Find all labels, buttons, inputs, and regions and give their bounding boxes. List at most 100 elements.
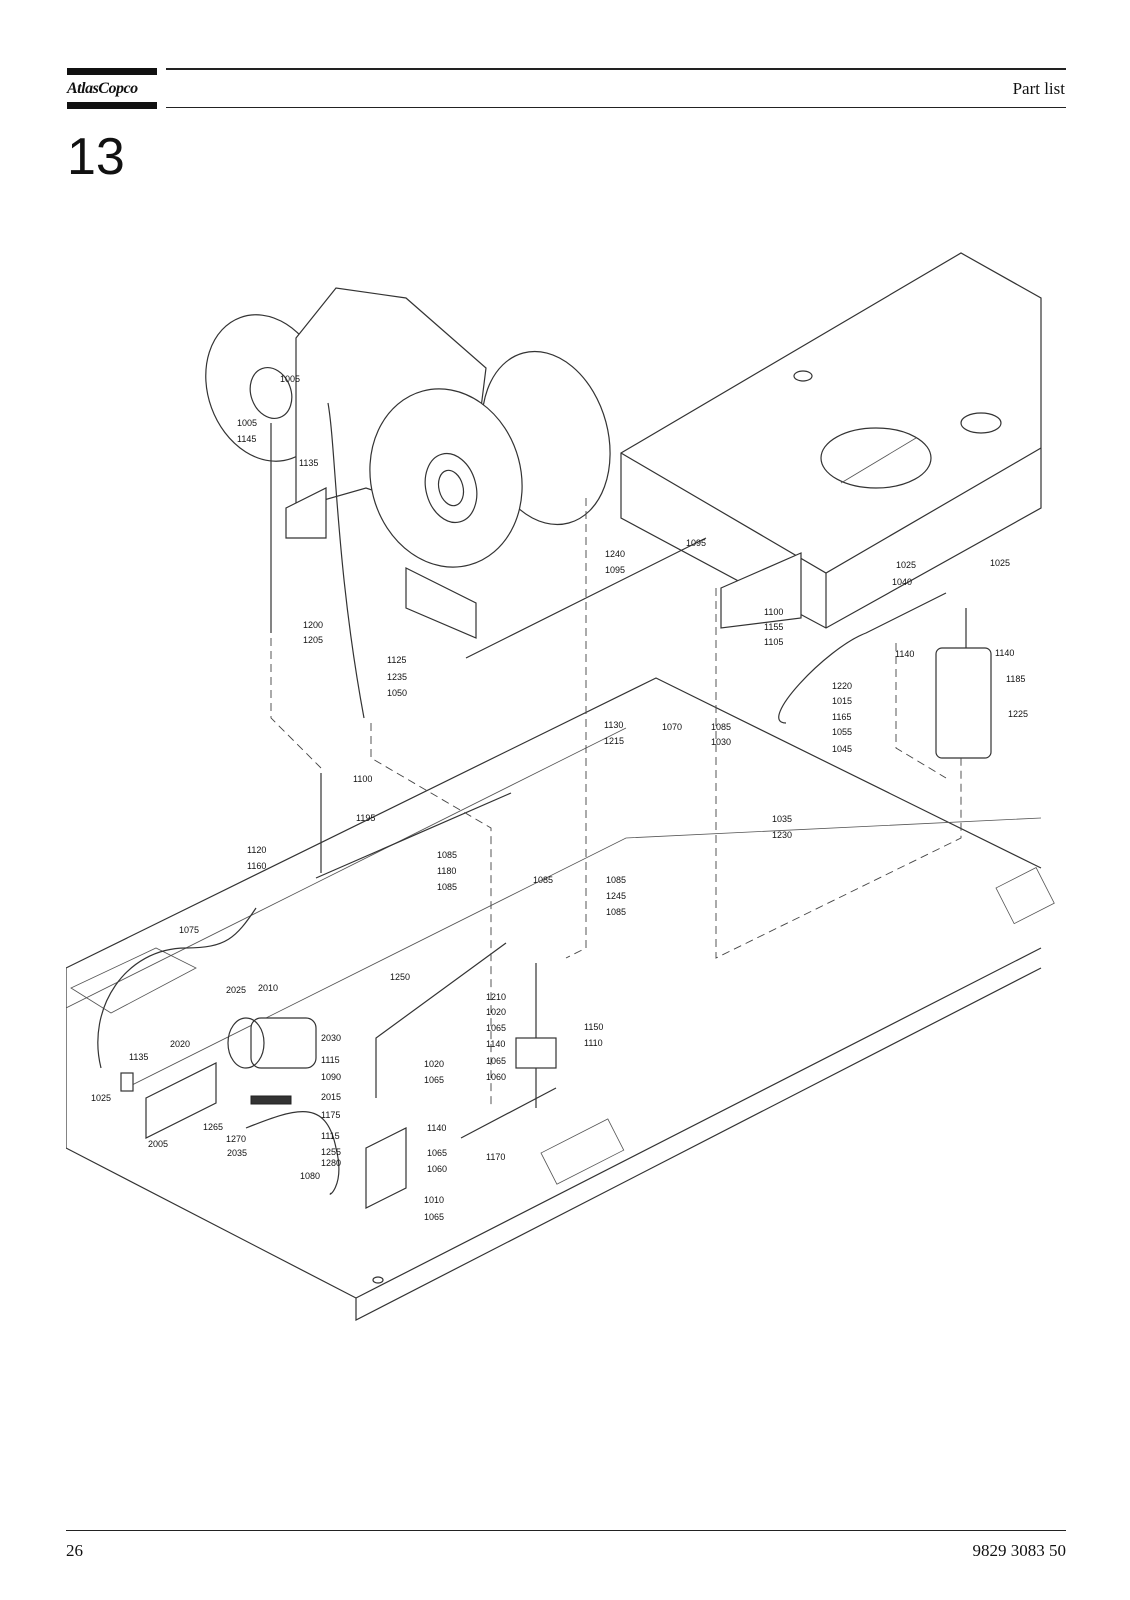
callout: 1080 [300,1171,320,1181]
callout: 1145 [237,434,256,444]
callout: 1280 [321,1158,341,1168]
callout: 1115 [321,1131,340,1141]
callout: 1170 [486,1152,505,1162]
callout: 1025 [896,560,916,570]
callout: 1225 [1008,709,1028,719]
engine-housing [205,287,611,639]
piping [97,402,992,1195]
callout: 1060 [427,1164,447,1174]
callout: 1195 [356,813,375,823]
callout: 1155 [764,622,783,632]
callout: 1270 [226,1134,246,1144]
callout: 1020 [424,1059,444,1069]
callout: 2020 [170,1039,190,1049]
callout: 1045 [832,744,852,754]
callout: 1095 [686,538,706,548]
callout: 1025 [91,1093,111,1103]
callout: 2025 [226,985,246,995]
callout: 1050 [387,688,407,698]
callout: 1255 [321,1147,341,1157]
callout: 1245 [606,891,626,901]
callout: 1135 [129,1052,148,1062]
callout: 1125 [387,655,406,665]
document-number: 9829 3083 50 [972,1541,1067,1560]
callout: 1140 [895,649,914,659]
callout: 1205 [303,635,323,645]
page-number: 26 [66,1541,83,1560]
callout: 1160 [247,861,266,871]
callout: 1235 [387,672,407,682]
callout: 1085 [533,875,553,885]
callout: 1060 [486,1072,506,1082]
callout: 1140 [427,1123,446,1133]
callout: 1115 [321,1055,340,1065]
header-rule [166,68,1066,70]
callout: 1175 [321,1110,340,1120]
callout: 1085 [711,722,731,732]
callout: 1005 [280,374,300,384]
callout: 1210 [486,992,506,1002]
callout: 1240 [605,549,625,559]
callout: 1010 [424,1195,444,1205]
callout: 1065 [427,1148,447,1158]
motor-assembly [120,1017,557,1209]
callout: 1065 [424,1075,444,1085]
callout: 1100 [353,774,372,784]
callout: 2005 [148,1139,168,1149]
header-rule-lower [166,107,1066,108]
callout: 1220 [832,681,852,691]
callout: 1130 [604,720,623,730]
callout: 1030 [711,737,731,747]
callout: 1180 [437,866,456,876]
callout: 1095 [605,565,625,575]
callout: 1055 [832,727,852,737]
tank-body [620,252,1042,629]
callout: 1070 [662,722,682,732]
logo-text: AtlasCopco [67,80,138,97]
callout: 1005 [237,418,257,428]
callout: 1075 [179,925,199,935]
callout: 1065 [486,1023,506,1033]
callout: 1185 [1006,674,1025,684]
footer-rule [66,1530,1066,1531]
callout: 1150 [584,1022,603,1032]
atlas-copco-logo: AtlasCopco [67,68,157,109]
callout: 1015 [832,696,852,706]
callout: 1085 [606,907,626,917]
callout: 1065 [486,1056,506,1066]
callout: 1140 [486,1039,505,1049]
callout-labels: 1005 1005 1145 1135 1200 1205 1125 1235 … [91,374,1028,1222]
callout: 2010 [258,983,278,993]
callout: 1040 [892,577,912,587]
exploded-parts-diagram: 1005 1005 1145 1135 1200 1205 1125 1235 … [66,248,1066,1348]
callout: 1085 [606,875,626,885]
callout: 1265 [203,1122,223,1132]
base-frame [66,677,1055,1321]
callout: 1020 [486,1007,506,1017]
callout: 1230 [772,830,792,840]
callout: 1085 [437,850,457,860]
parts-drawing: 1005 1005 1145 1135 1200 1205 1125 1235 … [66,252,1055,1321]
section-number: 13 [67,128,125,186]
callout: 2035 [227,1148,247,1158]
logo-top-bar [67,68,157,75]
logo-bottom-bar [67,102,157,109]
callout: 1135 [299,458,318,468]
callout: 1090 [321,1072,341,1082]
callout: 1120 [247,845,266,855]
assembly-lines [270,498,962,1108]
callout: 1085 [437,882,457,892]
callout: 1105 [764,637,783,647]
callout: 1035 [772,814,792,824]
callout: 1215 [604,736,624,746]
callout: 1140 [995,648,1014,658]
callout: 1065 [424,1212,444,1222]
callout: 1165 [832,712,851,722]
callout: 1025 [990,558,1010,568]
callout: 1110 [584,1038,603,1048]
callout: 2030 [321,1033,341,1043]
callout: 1200 [303,620,323,630]
callout: 1100 [764,607,783,617]
header-title: Part list [1012,79,1065,98]
callout: 1250 [390,972,410,982]
